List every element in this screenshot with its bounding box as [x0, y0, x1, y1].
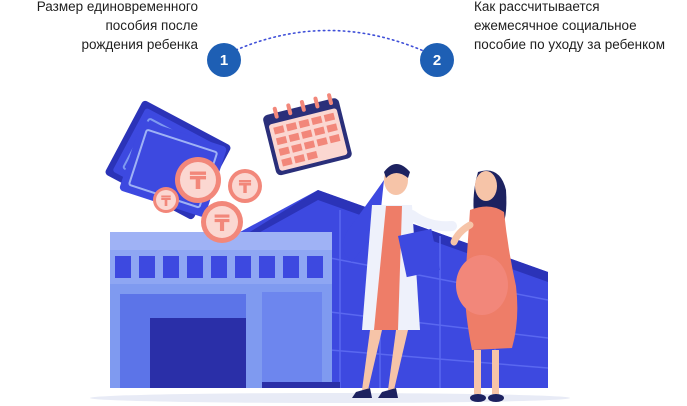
- banknotes: [105, 100, 231, 220]
- step-1-caption: Размер единовременного пособия после рож…: [2, 0, 198, 54]
- step-1-caption-line: рождения ребенка: [81, 37, 198, 52]
- doctor-clipboard: [398, 228, 440, 278]
- step-2-caption-line: Как рассчитывается: [474, 0, 600, 14]
- step-2-caption: Как рассчитывается ежемесячное социально…: [474, 0, 687, 54]
- svg-text:₸: ₸: [239, 177, 252, 198]
- front-building-gate: [150, 318, 246, 388]
- step-2-caption-line: пособие по уходу за ребенком: [474, 37, 665, 52]
- doctor-dress: [374, 206, 402, 330]
- doctor-hair: [342, 180, 384, 262]
- doctor-shoe: [378, 388, 398, 398]
- woman-head: [475, 171, 497, 201]
- svg-text:₸: ₸: [190, 167, 207, 195]
- calendar-icon: [263, 93, 352, 176]
- svg-text:₸: ₸: [161, 194, 171, 210]
- ground-shadow: [90, 393, 570, 403]
- woman-shoe: [470, 394, 486, 402]
- svg-text:₸: ₸: [214, 212, 230, 237]
- step-1-caption-line: Размер единовременного: [36, 0, 198, 14]
- front-building-pillar: [262, 292, 322, 388]
- front-building-base: [262, 382, 340, 388]
- coin-large-icon: ₸: [175, 157, 221, 203]
- woman-belly: [456, 255, 508, 315]
- step-1-caption-line: пособия после: [105, 18, 198, 33]
- tenge-coins: ₸ ₸ ₸ ₸: [153, 157, 262, 243]
- doctor-shoe: [352, 388, 372, 398]
- step-2-badge[interactable]: 2: [420, 43, 454, 77]
- step-2-number: 2: [432, 51, 442, 69]
- front-building: [110, 232, 340, 388]
- step-1-badge[interactable]: 1: [207, 43, 241, 77]
- coin-bottom-icon: ₸: [201, 201, 243, 243]
- step-2-caption-line: ежемесячное социальное: [474, 18, 637, 33]
- coin-small-icon: ₸: [153, 187, 179, 213]
- front-building-windows: [115, 256, 323, 278]
- doctor-figure: [342, 164, 457, 398]
- pregnant-woman-figure: [450, 170, 518, 402]
- coin-medium-icon: ₸: [228, 169, 262, 203]
- step-1-number: 1: [219, 51, 229, 69]
- woman-shoe: [488, 394, 504, 402]
